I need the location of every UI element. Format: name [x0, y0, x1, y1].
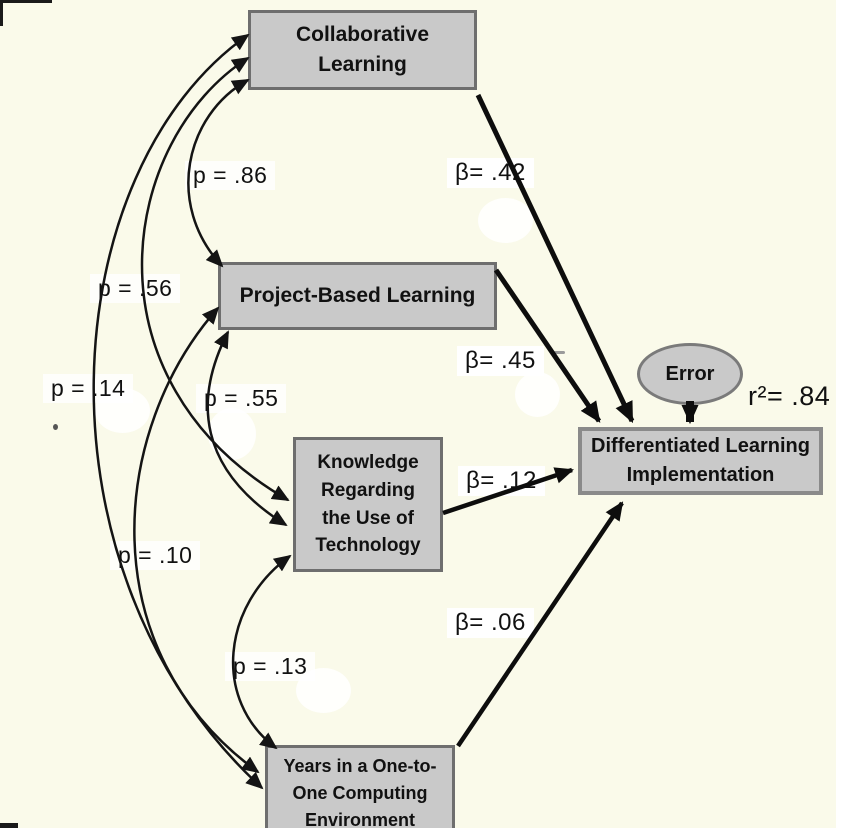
beta-label-project: β= .45 — [457, 346, 544, 376]
dash-artifact — [554, 351, 565, 354]
white-patch — [478, 198, 533, 243]
beta-arrow-collaborative-to-differentiated — [475, 93, 635, 424]
beta-arrow-project-to-differentiated — [493, 268, 602, 423]
right-white-margin — [836, 0, 850, 828]
node-label: Collaborative Learning — [295, 23, 430, 76]
correlation-curve-project-knowledge — [206, 330, 288, 527]
node-knowledge-technology: Knowledge Regarding the Use of Technolog… — [293, 437, 443, 572]
bottom-left-border-fragment — [0, 823, 18, 828]
speck-artifact — [53, 424, 58, 430]
correlation-curve-knowledge-years — [231, 554, 292, 750]
correlation-label-project-years: p = .10 — [110, 541, 201, 570]
node-label: Error — [665, 362, 715, 385]
node-label: Knowledge Regarding the Use of Technolog… — [315, 452, 421, 557]
beta-label-years: β= .06 — [447, 608, 534, 638]
beta-label-knowledge: β= .12 — [458, 466, 545, 496]
node-label: Years in a One-to- One Computing Environ… — [283, 756, 437, 828]
correlation-curve-collaborative-years — [92, 33, 264, 790]
node-error-term: Error — [637, 343, 743, 405]
correlation-curve-collaborative-project — [187, 78, 250, 268]
top-left-border-fragment — [0, 0, 52, 3]
node-years-one-to-one: Years in a One-to- One Computing Environ… — [265, 745, 455, 828]
beta-arrow-knowledge-to-differentiated — [442, 467, 574, 516]
r-squared-label: r²= .84 — [748, 381, 831, 411]
beta-arrow-years-to-differentiated — [456, 501, 624, 748]
correlation-label-collaborative-years: p = .14 — [43, 374, 134, 403]
node-differentiated-learning-implementation: Differentiated Learning Implementation — [578, 427, 823, 495]
node-label: Differentiated Learning Implementation — [591, 435, 810, 486]
left-border-fragment — [0, 0, 3, 26]
correlation-curve-project-years — [133, 306, 260, 774]
white-patch — [515, 372, 560, 417]
